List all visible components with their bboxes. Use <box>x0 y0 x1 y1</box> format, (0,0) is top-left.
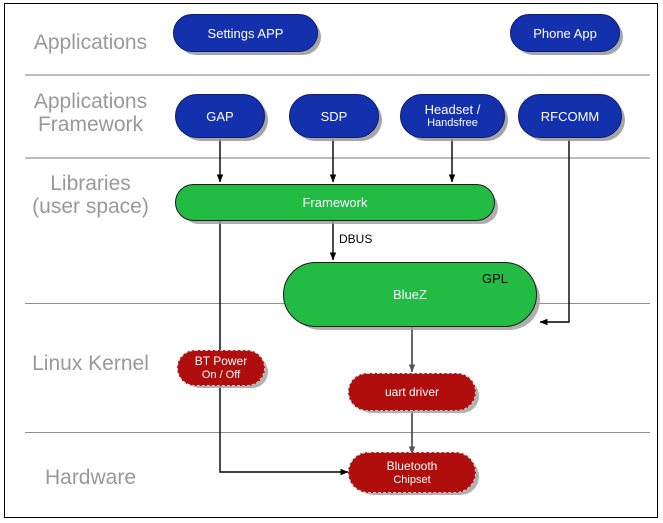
node-bluetooth-chipset-label-line2: Chipset <box>393 473 431 486</box>
diagram-border <box>4 3 658 518</box>
node-bluez-label: BlueZ <box>393 287 427 302</box>
node-bluetooth-chipset-label-line1: Bluetooth <box>386 458 438 473</box>
layer-label-applications: Applications <box>33 31 148 54</box>
label-gpl: GPL <box>482 271 509 286</box>
node-gap-label: GAP <box>206 108 234 124</box>
node-bt-power-label-line1: BT Power <box>194 354 248 368</box>
node-framework-label: Framework <box>302 195 368 210</box>
node-sdp-label: SDP <box>320 108 348 124</box>
node-gap[interactable]: GAP <box>175 94 265 138</box>
node-settings-app-label: Settings APP <box>207 25 284 41</box>
node-rfcomm-label: RFCOMM <box>540 108 600 124</box>
node-phone-app[interactable]: Phone App <box>510 14 620 52</box>
node-bluetooth-chipset[interactable]: Bluetooth Chipset <box>348 452 476 493</box>
node-uart-driver-label: uart driver <box>384 385 440 399</box>
divider-linux-kernel <box>25 432 650 433</box>
divider-applications-framework <box>25 157 650 159</box>
node-headset-handsfree-label-line1: Headset / <box>424 102 481 117</box>
node-phone-app-label: Phone App <box>533 25 597 41</box>
node-settings-app[interactable]: Settings APP <box>173 14 318 52</box>
node-sdp[interactable]: SDP <box>289 94 379 138</box>
node-bt-power[interactable]: BT Power On / Off <box>177 350 265 386</box>
divider-applications <box>25 74 650 76</box>
layer-label-applications-framework: Applications Framework <box>33 90 148 136</box>
layer-label-linux-kernel: Linux Kernel <box>32 352 149 375</box>
node-uart-driver[interactable]: uart driver <box>348 373 476 411</box>
node-headset-handsfree[interactable]: Headset / Handsfree <box>400 94 505 138</box>
node-rfcomm[interactable]: RFCOMM <box>518 94 622 138</box>
layer-label-libraries: Libraries (user space) <box>32 172 149 218</box>
node-headset-handsfree-label-line2: Handsfree <box>427 117 478 129</box>
edge-label-dbus: DBUS <box>339 232 373 246</box>
layer-label-hardware: Hardware <box>44 466 137 489</box>
node-bt-power-label-line2: On / Off <box>201 369 241 381</box>
node-framework[interactable]: Framework <box>175 184 495 221</box>
